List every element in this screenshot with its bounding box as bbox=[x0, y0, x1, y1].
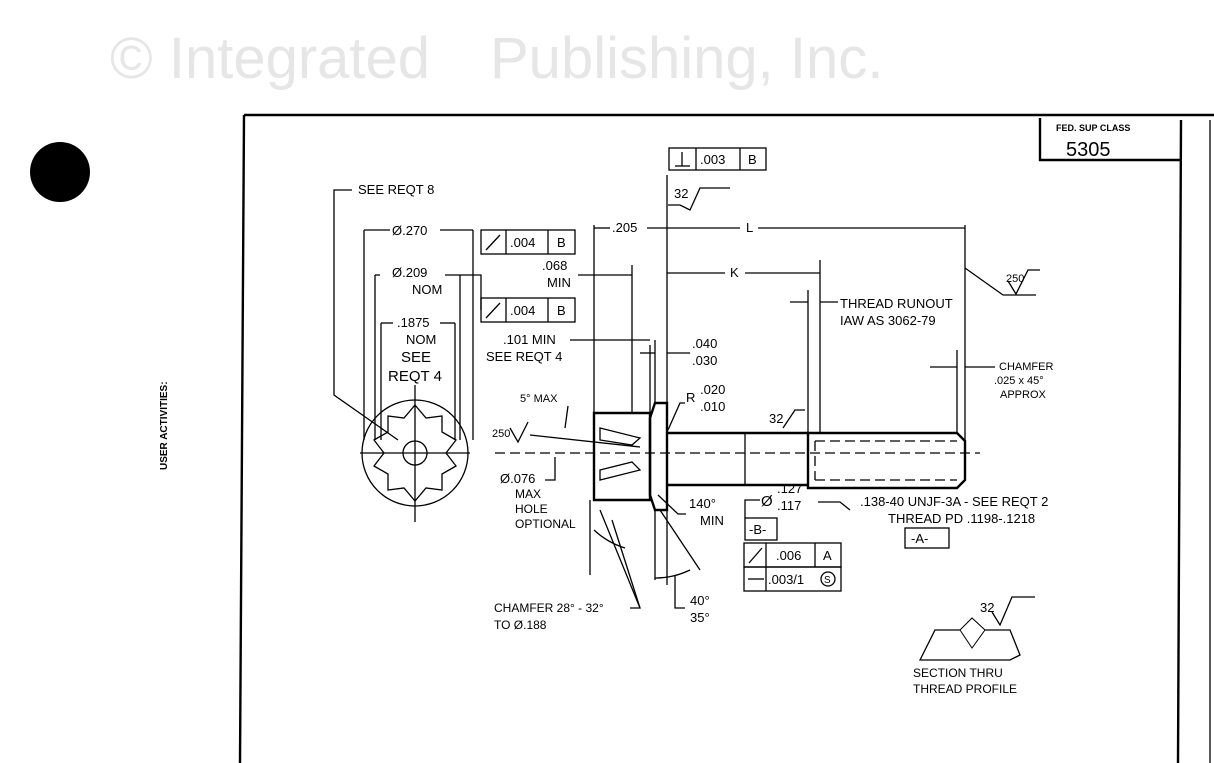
sheet-border bbox=[238, 113, 1214, 763]
optional-label: OPTIONAL bbox=[515, 517, 576, 531]
radius-label: R bbox=[686, 390, 695, 405]
datum-a: -A- bbox=[911, 531, 928, 546]
thread-spec: .138-40 UNJF-3A - SEE REQT 2 bbox=[860, 494, 1048, 509]
fcf-tolerance: .006 bbox=[776, 548, 801, 563]
fcf-tolerance: .003 bbox=[700, 152, 725, 167]
nom-label: NOM bbox=[406, 332, 436, 347]
end-view bbox=[333, 189, 482, 522]
fcf-runout-3: .006 A .003/1 S bbox=[743, 542, 842, 592]
finish-250: 250 bbox=[1006, 273, 1024, 285]
thread-runout-label: THREAD RUNOUT bbox=[840, 296, 953, 311]
dim-L: L bbox=[746, 220, 753, 235]
watermark-line1: © Integrated bbox=[110, 26, 430, 91]
dim-r010: .010 bbox=[700, 399, 725, 414]
diameter-symbol: Ø bbox=[761, 493, 773, 510]
approx-label: APPROX bbox=[1000, 389, 1047, 401]
datum-b: -B- bbox=[749, 522, 766, 537]
iaw-label: IAW AS 3062-79 bbox=[840, 313, 936, 328]
chamfer-head-label: CHAMFER 28° - 32° bbox=[494, 601, 604, 615]
dim-r020: .020 bbox=[700, 382, 725, 397]
chamfer-end-label: CHAMFER bbox=[999, 361, 1053, 373]
see-reqt8-label: SEE REQT 8 bbox=[358, 182, 434, 197]
finish-32: 32 bbox=[674, 186, 688, 201]
hole-label: HOLE bbox=[515, 502, 548, 516]
runout-icon bbox=[485, 302, 501, 319]
min-label: MIN bbox=[700, 513, 724, 528]
surface-finish-icons bbox=[509, 187, 1040, 627]
dia-270-label: Ø.270 bbox=[392, 223, 427, 238]
fcf-tolerance: .003/1 bbox=[768, 572, 804, 587]
chamfer-head-dia: TO Ø.188 bbox=[494, 618, 547, 632]
fcf-runout-1: .004 B bbox=[480, 229, 576, 255]
angle-140: 140° bbox=[689, 496, 716, 511]
dim-127: .127 bbox=[777, 481, 802, 496]
fcf-modifier: S bbox=[824, 575, 831, 586]
dim-076: Ø.076 bbox=[500, 471, 535, 486]
dim-030: .030 bbox=[692, 353, 717, 368]
fcf-datum: B bbox=[748, 152, 757, 167]
max-label: MAX bbox=[515, 487, 541, 501]
finish-250: 250 bbox=[492, 428, 510, 440]
fcf-datum: B bbox=[557, 303, 566, 318]
section-label: SECTION THRU bbox=[913, 666, 1003, 680]
dim-101-min: .101 MIN bbox=[503, 332, 556, 347]
dim-205: .205 bbox=[612, 220, 637, 235]
angle-40: 40° bbox=[690, 593, 710, 608]
min-label: MIN bbox=[547, 275, 571, 290]
fed-sup-class-label: FED. SUP CLASS bbox=[1056, 123, 1130, 133]
watermark-line2: Publishing, Inc. bbox=[490, 26, 883, 91]
runout-icon bbox=[485, 234, 501, 251]
fcf-tolerance: .004 bbox=[510, 235, 535, 250]
finish-32: 32 bbox=[769, 411, 783, 426]
dim-K: K bbox=[730, 265, 739, 280]
fcf-runout-2: .004 B bbox=[480, 297, 576, 323]
dim-1875-label: .1875 bbox=[397, 315, 430, 330]
fed-sup-class-box: FED. SUP CLASS 5305 bbox=[1038, 118, 1181, 162]
see-reqt4-label: SEE REQT 4 bbox=[486, 349, 562, 364]
section-label: THREAD PROFILE bbox=[913, 682, 1017, 696]
datum-b-frame bbox=[744, 517, 778, 541]
punch-hole bbox=[30, 142, 90, 202]
thread-pd: THREAD PD .1198-.1218 bbox=[888, 511, 1035, 526]
dia-209-label: Ø.209 bbox=[392, 265, 427, 280]
angle-35: 35° bbox=[690, 610, 710, 625]
fcf-datum: A bbox=[823, 548, 832, 563]
chamfer-end-dim: .025 x 45° bbox=[994, 375, 1044, 387]
dim-117: .117 bbox=[777, 498, 801, 513]
reqt4-label: REQT 4 bbox=[388, 368, 442, 385]
datum-a-frame bbox=[904, 527, 950, 549]
thread-section-icon bbox=[918, 617, 1021, 661]
fcf-tolerance: .004 bbox=[510, 303, 535, 318]
dim-040: .040 bbox=[692, 336, 717, 351]
side-label: USER ACTIVITIES: bbox=[159, 381, 170, 470]
dim-068: .068 bbox=[542, 258, 567, 273]
finish-32: 32 bbox=[980, 600, 994, 615]
bolt-side-view bbox=[495, 175, 1036, 609]
fed-sup-class-value: 5305 bbox=[1066, 139, 1111, 161]
nom-label: NOM bbox=[412, 282, 442, 297]
see-label: SEE bbox=[401, 349, 431, 366]
fcf-datum: B bbox=[557, 235, 566, 250]
fcf-perpendicularity: .003 B bbox=[668, 147, 767, 171]
five-deg-max: 5° MAX bbox=[520, 393, 558, 405]
